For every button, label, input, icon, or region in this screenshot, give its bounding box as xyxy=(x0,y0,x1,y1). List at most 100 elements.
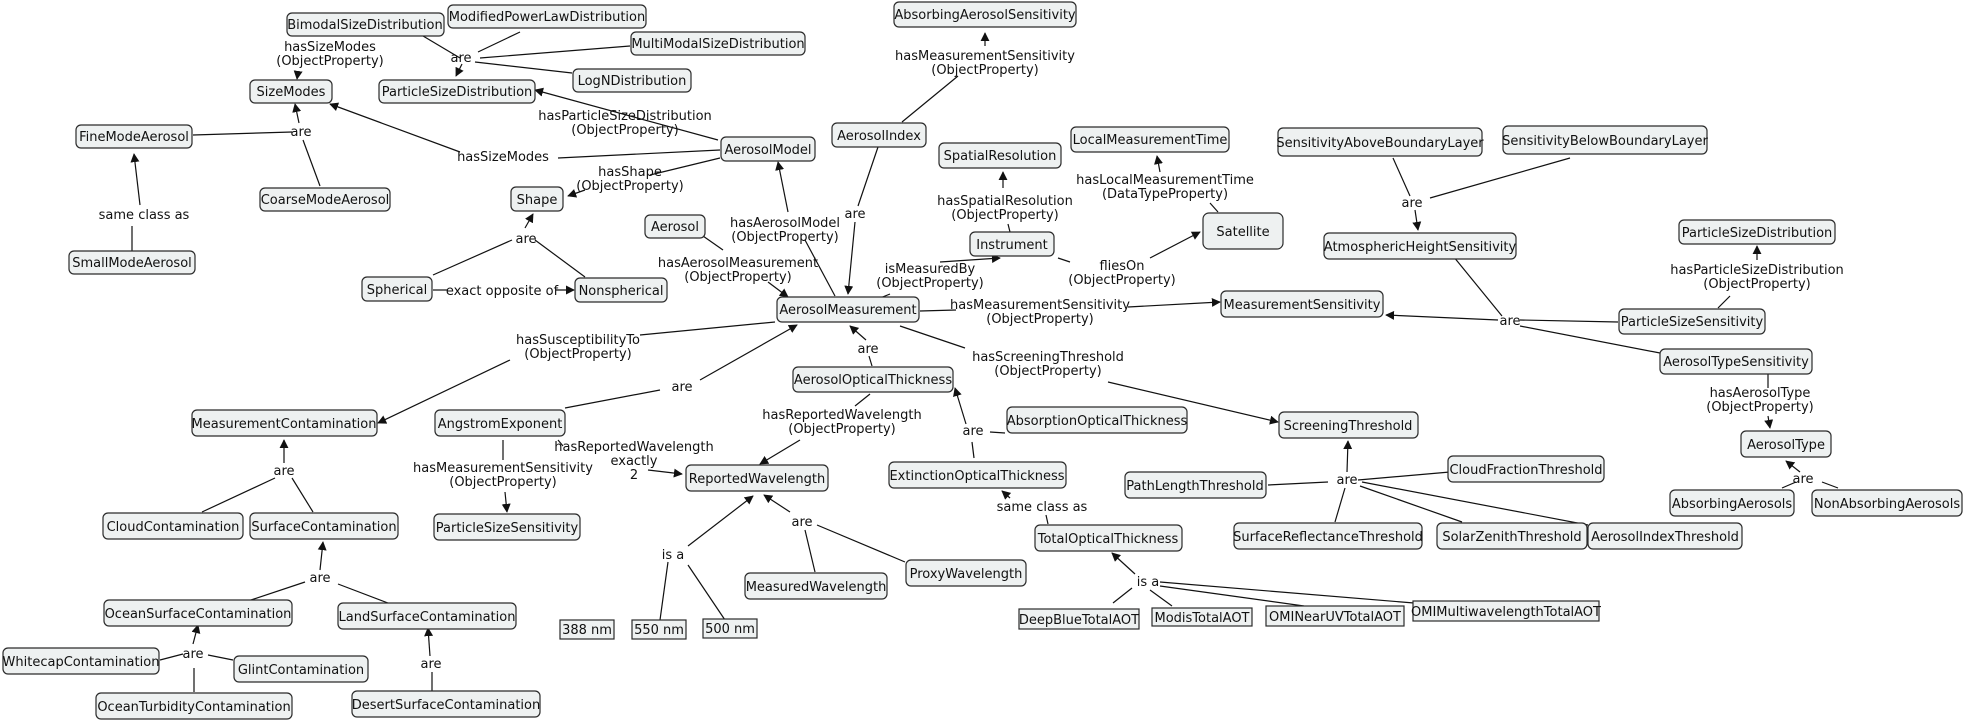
svg-text:ModisTotalAOT: ModisTotalAOT xyxy=(1154,611,1249,626)
node-proxy-wavelength[interactable]: ProxyWavelength xyxy=(905,559,1027,587)
edge-angstrom-are xyxy=(564,389,661,409)
edge-absopt-are xyxy=(989,431,1006,434)
svg-text:ParticleSizeDistribution: ParticleSizeDistribution xyxy=(382,85,533,100)
label-same-class-as-fine: same class as xyxy=(99,208,190,223)
node-sensitivity-above-boundary-layer[interactable]: SensitivityAboveBoundaryLayer xyxy=(1276,127,1484,157)
edge-oceansurf-are xyxy=(247,581,306,602)
node-angstrom-exponent[interactable]: AngstromExponent xyxy=(434,409,566,437)
node-surface-reflectance-threshold[interactable]: SurfaceReflectanceThreshold xyxy=(1233,522,1423,550)
node-spherical[interactable]: Spherical xyxy=(361,276,433,302)
node-coarse-mode-aerosol[interactable]: CoarseModeAerosol xyxy=(259,187,391,212)
node-nonspherical[interactable]: Nonspherical xyxy=(574,277,668,303)
svg-text:OMIMultiwavelengthTotalAOT: OMIMultiwavelengthTotalAOT xyxy=(1411,605,1601,620)
node-measurement-sensitivity[interactable]: MeasurementSensitivity xyxy=(1220,290,1384,318)
node-cloud-contamination[interactable]: CloudContamination xyxy=(102,512,244,540)
node-sensitivity-below-boundary-layer[interactable]: SensitivityBelowBoundaryLayer xyxy=(1502,125,1708,155)
node-aerosol-model[interactable]: AerosolModel xyxy=(720,136,816,162)
node-ocean-surface-contamination[interactable]: OceanSurfaceContamination xyxy=(103,599,293,627)
node-local-measurement-time[interactable]: LocalMeasurementTime xyxy=(1070,126,1230,153)
node-size-modes[interactable]: SizeModes xyxy=(249,79,333,104)
node-glint-contamination[interactable]: GlintContamination xyxy=(233,655,369,683)
node-screening-threshold[interactable]: ScreeningThreshold xyxy=(1278,411,1419,439)
node-modis-total-aot[interactable]: ModisTotalAOT xyxy=(1151,607,1253,627)
node-ocean-turbidity-contamination[interactable]: OceanTurbidityContamination xyxy=(95,692,293,720)
node-shape[interactable]: Shape xyxy=(510,186,564,212)
node-absorbing-aerosol-sensitivity[interactable]: AbsorbingAerosolSensitivity xyxy=(893,1,1077,28)
node-satellite[interactable]: Satellite xyxy=(1202,212,1284,250)
label-has-psd: hasParticleSizeDistribution(ObjectProper… xyxy=(538,109,712,138)
edge-500-isa xyxy=(687,564,726,621)
node-500-nm[interactable]: 500 nm xyxy=(702,618,758,639)
node-instrument[interactable]: Instrument xyxy=(969,231,1055,257)
edge-are-landsurf xyxy=(424,627,434,657)
edge-measuredwl-are xyxy=(804,529,816,573)
node-omi-multiwavelength-total-aot[interactable]: OMIMultiwavelengthTotalAOT xyxy=(1411,600,1601,622)
label-has-meas-sens-top: hasMeasurementSensitivity(ObjectProperty… xyxy=(895,49,1075,78)
node-whitecap-contamination[interactable]: WhitecapContamination xyxy=(2,647,160,675)
node-small-mode-aerosol[interactable]: SmallModeAerosol xyxy=(68,250,196,275)
edge-are-lognorm xyxy=(474,61,573,74)
edge-are-multimodal xyxy=(479,45,631,59)
node-measurement-contamination[interactable]: MeasurementContamination xyxy=(191,409,378,437)
edge-haslocaltime-localtime xyxy=(1154,155,1163,173)
edge-coarse-are xyxy=(302,139,321,187)
node-non-absorbing-aerosols[interactable]: NonAbsorbingAerosols xyxy=(1811,489,1963,517)
node-atmospheric-height-sensitivity[interactable]: AtmosphericHeightSensitivity xyxy=(1323,232,1517,260)
edge-are-shape xyxy=(524,213,534,229)
label-has-shape: hasShape(ObjectProperty) xyxy=(576,165,684,194)
node-particle-size-distribution-right[interactable]: ParticleSizeDistribution xyxy=(1678,219,1836,245)
node-aerosol-type[interactable]: AerosolType xyxy=(1740,430,1832,458)
edge-are-screening xyxy=(1343,440,1353,473)
edge-proxywl-are xyxy=(816,524,906,563)
node-aerosol-type-sensitivity[interactable]: AerosolTypeSensitivity xyxy=(1659,348,1813,375)
node-absorbing-aerosols[interactable]: AbsorbingAerosols xyxy=(1669,489,1795,517)
node-spatial-resolution[interactable]: SpatialResolution xyxy=(938,142,1062,169)
node-omi-near-uv-total-aot[interactable]: OMINearUVTotalAOT xyxy=(1265,605,1405,627)
node-land-surface-contamination[interactable]: LandSurfaceContamination xyxy=(337,602,517,630)
node-path-length-threshold[interactable]: PathLengthThreshold xyxy=(1124,471,1267,499)
label-are-atmheight: are xyxy=(1401,196,1422,211)
node-logn-distribution[interactable]: LogNDistribution xyxy=(572,68,692,93)
edge-hasshape-shape xyxy=(567,189,586,198)
node-cloud-fraction-threshold[interactable]: CloudFractionThreshold xyxy=(1447,455,1605,483)
node-multimodal-size-distribution[interactable]: MultiModalSizeDistribution xyxy=(630,31,806,56)
edge-sameclass-finemode xyxy=(130,153,141,206)
svg-text:Shape: Shape xyxy=(517,193,558,208)
node-aerosol-index[interactable]: AerosolIndex xyxy=(831,122,927,148)
svg-text:SurfaceContamination: SurfaceContamination xyxy=(251,520,396,535)
edge-aeromeas-hasscreening xyxy=(899,325,966,349)
edge-sameclass-extopt xyxy=(1001,490,1012,500)
node-particle-size-distribution-left[interactable]: ParticleSizeDistribution xyxy=(378,79,536,104)
edge-hasreportedwl-reportedwl xyxy=(759,439,801,465)
node-particle-size-sensitivity-left[interactable]: ParticleSizeSensitivity xyxy=(433,513,581,541)
node-reported-wavelength[interactable]: ReportedWavelength xyxy=(685,464,829,492)
svg-text:550 nm: 550 nm xyxy=(634,623,684,638)
node-fine-mode-aerosol[interactable]: FineModeAerosol xyxy=(75,124,193,149)
svg-text:AbsorbingAerosols: AbsorbingAerosols xyxy=(1672,497,1793,512)
edge-are-aerotype xyxy=(1785,460,1801,473)
node-aerosol[interactable]: Aerosol xyxy=(644,214,706,239)
node-absorption-optical-thickness[interactable]: AbsorptionOpticalThickness xyxy=(1006,406,1188,434)
node-bimodal-size-distribution[interactable]: BimodalSizeDistribution xyxy=(286,12,445,37)
node-particle-size-sensitivity-right[interactable]: ParticleSizeSensitivity xyxy=(1618,308,1766,335)
node-extinction-optical-thickness[interactable]: ExtinctionOpticalThickness xyxy=(888,461,1067,489)
node-aerosol-index-threshold[interactable]: AerosolIndexThreshold xyxy=(1587,522,1743,550)
node-modified-power-law-distribution[interactable]: ModifiedPowerLawDistribution xyxy=(447,4,647,29)
edge-aeromeas-hassuscept xyxy=(639,321,776,336)
node-surface-contamination[interactable]: SurfaceContamination xyxy=(249,512,399,540)
node-desert-surface-contamination[interactable]: DesertSurfaceContamination xyxy=(351,690,541,718)
node-aerosol-optical-thickness[interactable]: AerosolOpticalThickness xyxy=(792,366,954,393)
edge-aerosolmodel-psd xyxy=(534,87,719,141)
label-has-spatial-resolution: hasSpatialResolution(ObjectProperty) xyxy=(937,194,1073,223)
node-total-optical-thickness[interactable]: TotalOpticalThickness xyxy=(1034,524,1183,552)
svg-text:SensitivityAboveBoundaryLayer: SensitivityAboveBoundaryLayer xyxy=(1276,136,1484,151)
svg-text:AbsorptionOpticalThickness: AbsorptionOpticalThickness xyxy=(1007,414,1188,429)
node-solar-zenith-threshold[interactable]: SolarZenithThreshold xyxy=(1436,522,1588,550)
node-388-nm[interactable]: 388 nm xyxy=(559,619,615,640)
node-550-nm[interactable]: 550 nm xyxy=(631,619,687,640)
node-deep-blue-total-aot[interactable]: DeepBlueTotalAOT xyxy=(1018,608,1140,630)
edge-solarzen-are xyxy=(1359,485,1463,523)
edge-are-surfcontam xyxy=(317,541,327,571)
node-measured-wavelength[interactable]: MeasuredWavelength xyxy=(744,572,888,600)
node-aerosol-measurement[interactable]: AerosolMeasurement xyxy=(776,296,920,323)
